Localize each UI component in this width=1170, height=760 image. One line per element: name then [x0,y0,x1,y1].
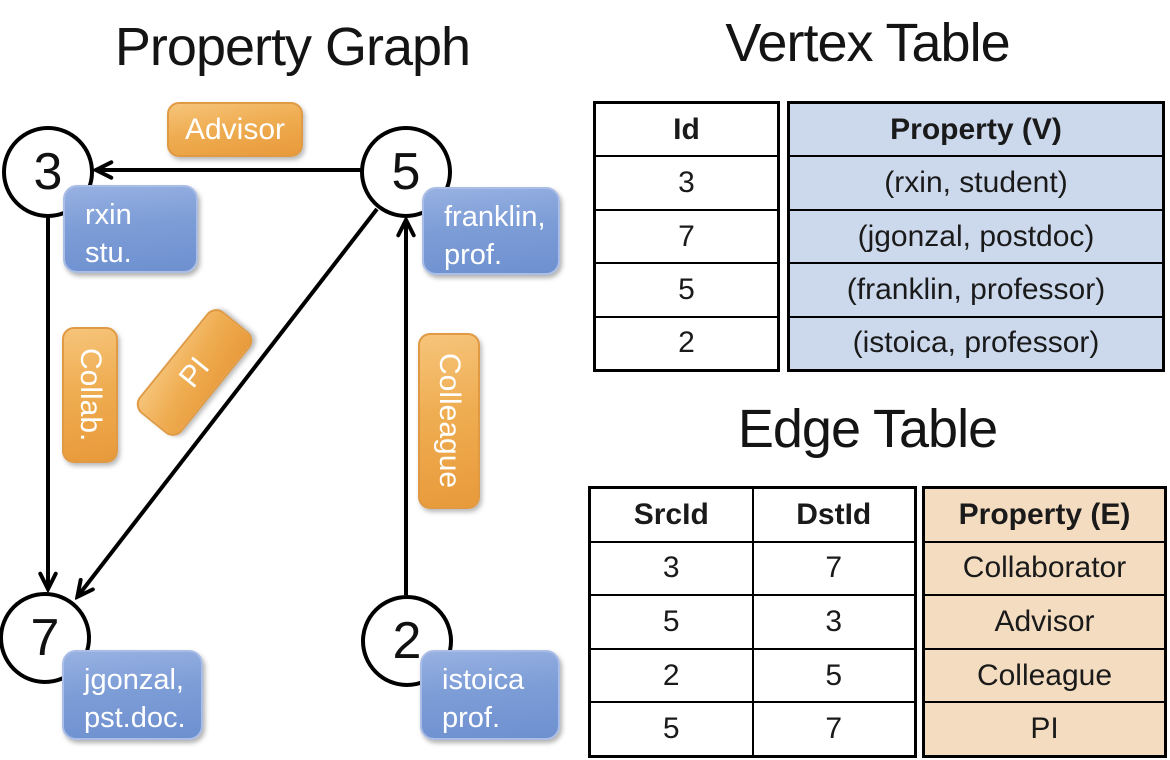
table-cell: (rxin, student) [790,157,1162,209]
edge-table-property-header: Property (E) [925,489,1164,541]
vertex-property-line: franklin, [444,201,546,233]
vertex-property-box-3: rxin stu. [63,185,198,273]
table-cell: PI [925,703,1164,755]
vertex-property-box-7: jgonzal, pst.doc. [62,650,203,740]
edge-table-dstid-header: DstId [751,489,915,541]
vertex-property-line: rxin [85,199,132,231]
table-cell: Collaborator [925,542,1164,595]
table-cell: 7 [751,703,915,755]
table-cell: Advisor [925,596,1164,648]
vertex-property-line: pst.doc. [84,702,186,734]
graph-edges-layer [0,0,585,760]
edge-table-srcid-header: SrcId [633,497,709,531]
vertex-table-property-column: Property (V) (rxin, student) (jgonzal, p… [787,101,1165,372]
vertex-property-box-2: istoica prof. [420,650,560,740]
node-id-label: 5 [391,143,421,201]
node-id-label: 2 [392,612,422,670]
table-cell: 2 [678,326,695,360]
table-cell: (istoica, professor) [790,317,1162,370]
vertex-property-line: prof. [442,702,501,734]
table-cell: 7 [751,542,915,595]
graph-node-5: 5 [360,126,452,218]
table-cell: 5 [751,649,915,702]
vertex-property-box-5: franklin, prof. [422,187,560,275]
table-cell: 5 [678,272,695,306]
edge-pi-5-to-7 [78,207,379,596]
edge-label-collab: Collab. [62,327,118,463]
table-cell: Colleague [925,649,1164,702]
table-cell: 3 [678,166,695,200]
vertex-table-property-header: Property (V) [790,104,1162,156]
property-graph-title: Property Graph [114,17,471,77]
table-cell: 2 [662,658,680,692]
table-cell: 3 [662,551,680,585]
edge-label-advisor: Advisor [167,102,303,157]
graph-node-2: 2 [361,595,453,687]
vertex-property-line: stu. [85,237,132,269]
edge-label-colleague: Colleague [418,333,480,509]
edge-table-property-column: Property (E) Collaborator Advisor Collea… [922,486,1167,758]
vertex-table-id-header: Id [673,112,700,146]
edge-table-ids-columns: SrcId DstId 3 7 5 3 2 5 5 7 [588,486,917,758]
table-cell: 5 [662,604,680,638]
table-cell: 3 [751,596,915,648]
node-id-label: 7 [30,609,60,667]
edge-table-title: Edge Table [737,399,998,459]
vertex-table-id-column: Id 3 7 5 2 [593,101,780,372]
table-cell: 7 [678,219,695,253]
vertex-table-title: Vertex Table [725,13,1010,73]
vertex-property-line: jgonzal, [84,664,184,696]
table-cell: (jgonzal, postdoc) [790,210,1162,263]
node-id-label: 3 [33,143,63,201]
table-cell: 5 [662,712,680,746]
table-cell: (franklin, professor) [790,264,1162,316]
vertex-property-line: prof. [444,239,503,271]
vertex-property-line: istoica [442,664,525,696]
